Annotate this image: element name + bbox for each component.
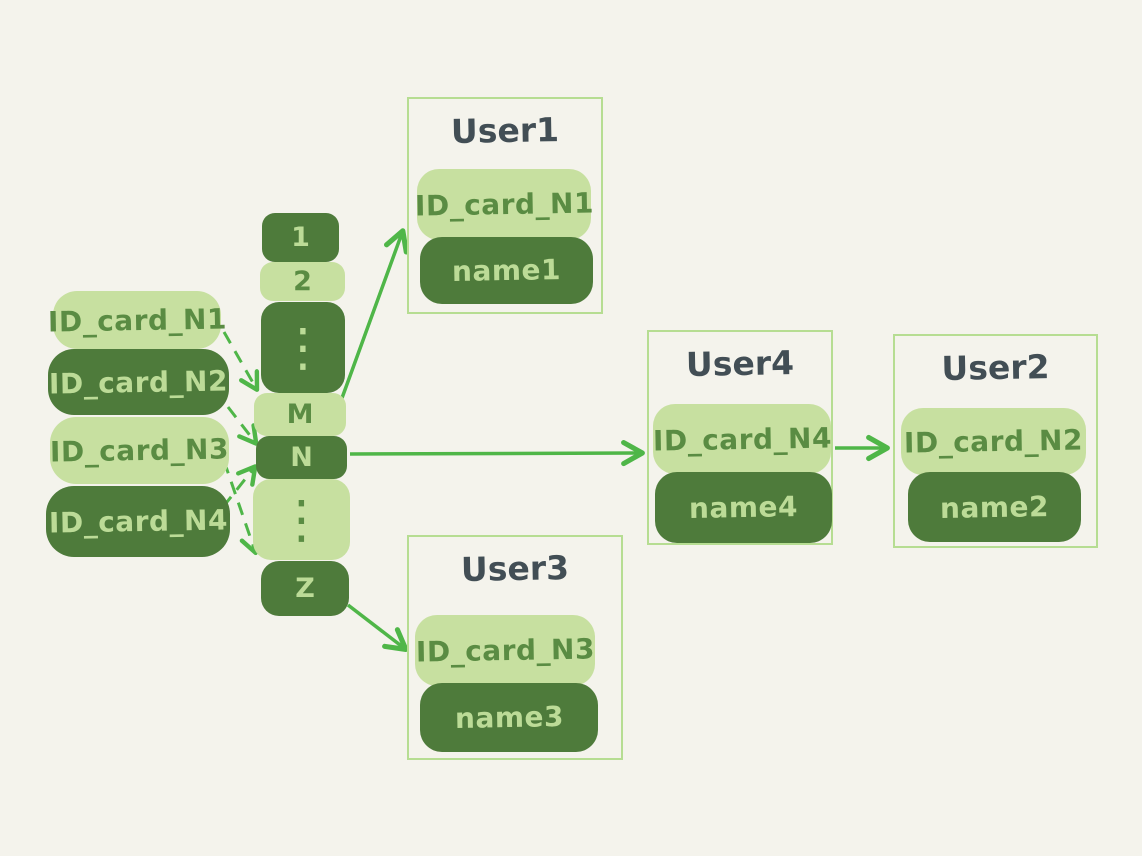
edge-idcard4-to-bucket-n <box>221 464 258 508</box>
bucket-z-label: Z <box>295 573 315 604</box>
user2-box: User2 ID_card_N2 name2 <box>893 334 1098 548</box>
user4-box: User4 ID_card_N4 name4 <box>647 330 833 545</box>
edge-bucket-z-to-user3 <box>346 603 409 652</box>
edge-bucket-m-to-user1 <box>340 228 409 399</box>
bucket-z: Z <box>261 561 349 616</box>
user1-name-label: name1 <box>451 253 562 288</box>
bucket-ellipsis-top-label: ⋮ <box>277 317 329 378</box>
id-card-n4-pill: ID_card_N4 <box>46 486 230 557</box>
bucket-1: 1 <box>262 213 339 262</box>
user2-name-label: name2 <box>939 489 1050 525</box>
user2-name-pill: name2 <box>908 472 1081 542</box>
user4-name-label: name4 <box>688 490 799 525</box>
user3-box: User3 ID_card_N3 name3 <box>407 535 623 760</box>
user3-name-pill: name3 <box>420 683 598 752</box>
user2-id-card-label: ID_card_N2 <box>903 423 1084 460</box>
user1-name-pill: name1 <box>420 237 593 304</box>
bucket-2: 2 <box>260 262 345 301</box>
user3-title: User3 <box>460 548 570 589</box>
user3-id-card-pill: ID_card_N3 <box>415 615 595 686</box>
edge-idcard2-to-bucket-n <box>226 406 259 446</box>
user1-id-card-label: ID_card_N1 <box>414 186 594 223</box>
user3-name-label: name3 <box>454 700 564 735</box>
id-card-n1-label: ID_card_N1 <box>47 301 227 339</box>
user1-box: User1 ID_card_N1 name1 <box>407 97 603 314</box>
bucket-m: M <box>254 393 346 436</box>
user2-title: User2 <box>941 347 1050 388</box>
id-card-n3-label: ID_card_N3 <box>49 432 230 469</box>
user4-name-pill: name4 <box>655 472 832 543</box>
id-card-n1-pill: ID_card_N1 <box>47 291 227 349</box>
id-card-n2-pill: ID_card_N2 <box>48 349 229 415</box>
user2-id-card-pill: ID_card_N2 <box>901 408 1086 475</box>
id-card-n2-label: ID_card_N2 <box>48 363 229 401</box>
user4-id-card-label: ID_card_N4 <box>652 420 832 458</box>
user1-title: User1 <box>450 110 560 151</box>
id-card-n3-pill: ID_card_N3 <box>50 417 229 484</box>
user3-id-card-label: ID_card_N3 <box>415 632 595 669</box>
bucket-n-label: N <box>290 442 313 473</box>
bucket-m-label: M <box>286 399 314 430</box>
bucket-ellipsis-bottom-label: ⋮ <box>275 489 328 550</box>
bucket-ellipsis-top: ⋮ <box>261 302 345 393</box>
bucket-ellipsis-bottom: ⋮ <box>253 479 350 560</box>
bucket-1-label: 1 <box>291 222 310 253</box>
edge-bucket-n-to-user4 <box>349 439 645 467</box>
user1-id-card-pill: ID_card_N1 <box>414 169 594 240</box>
bucket-n: N <box>256 436 347 479</box>
id-card-n4-label: ID_card_N4 <box>48 503 228 540</box>
bucket-2-label: 2 <box>293 266 312 297</box>
user4-id-card-pill: ID_card_N4 <box>652 404 832 474</box>
user4-title: User4 <box>685 343 795 384</box>
